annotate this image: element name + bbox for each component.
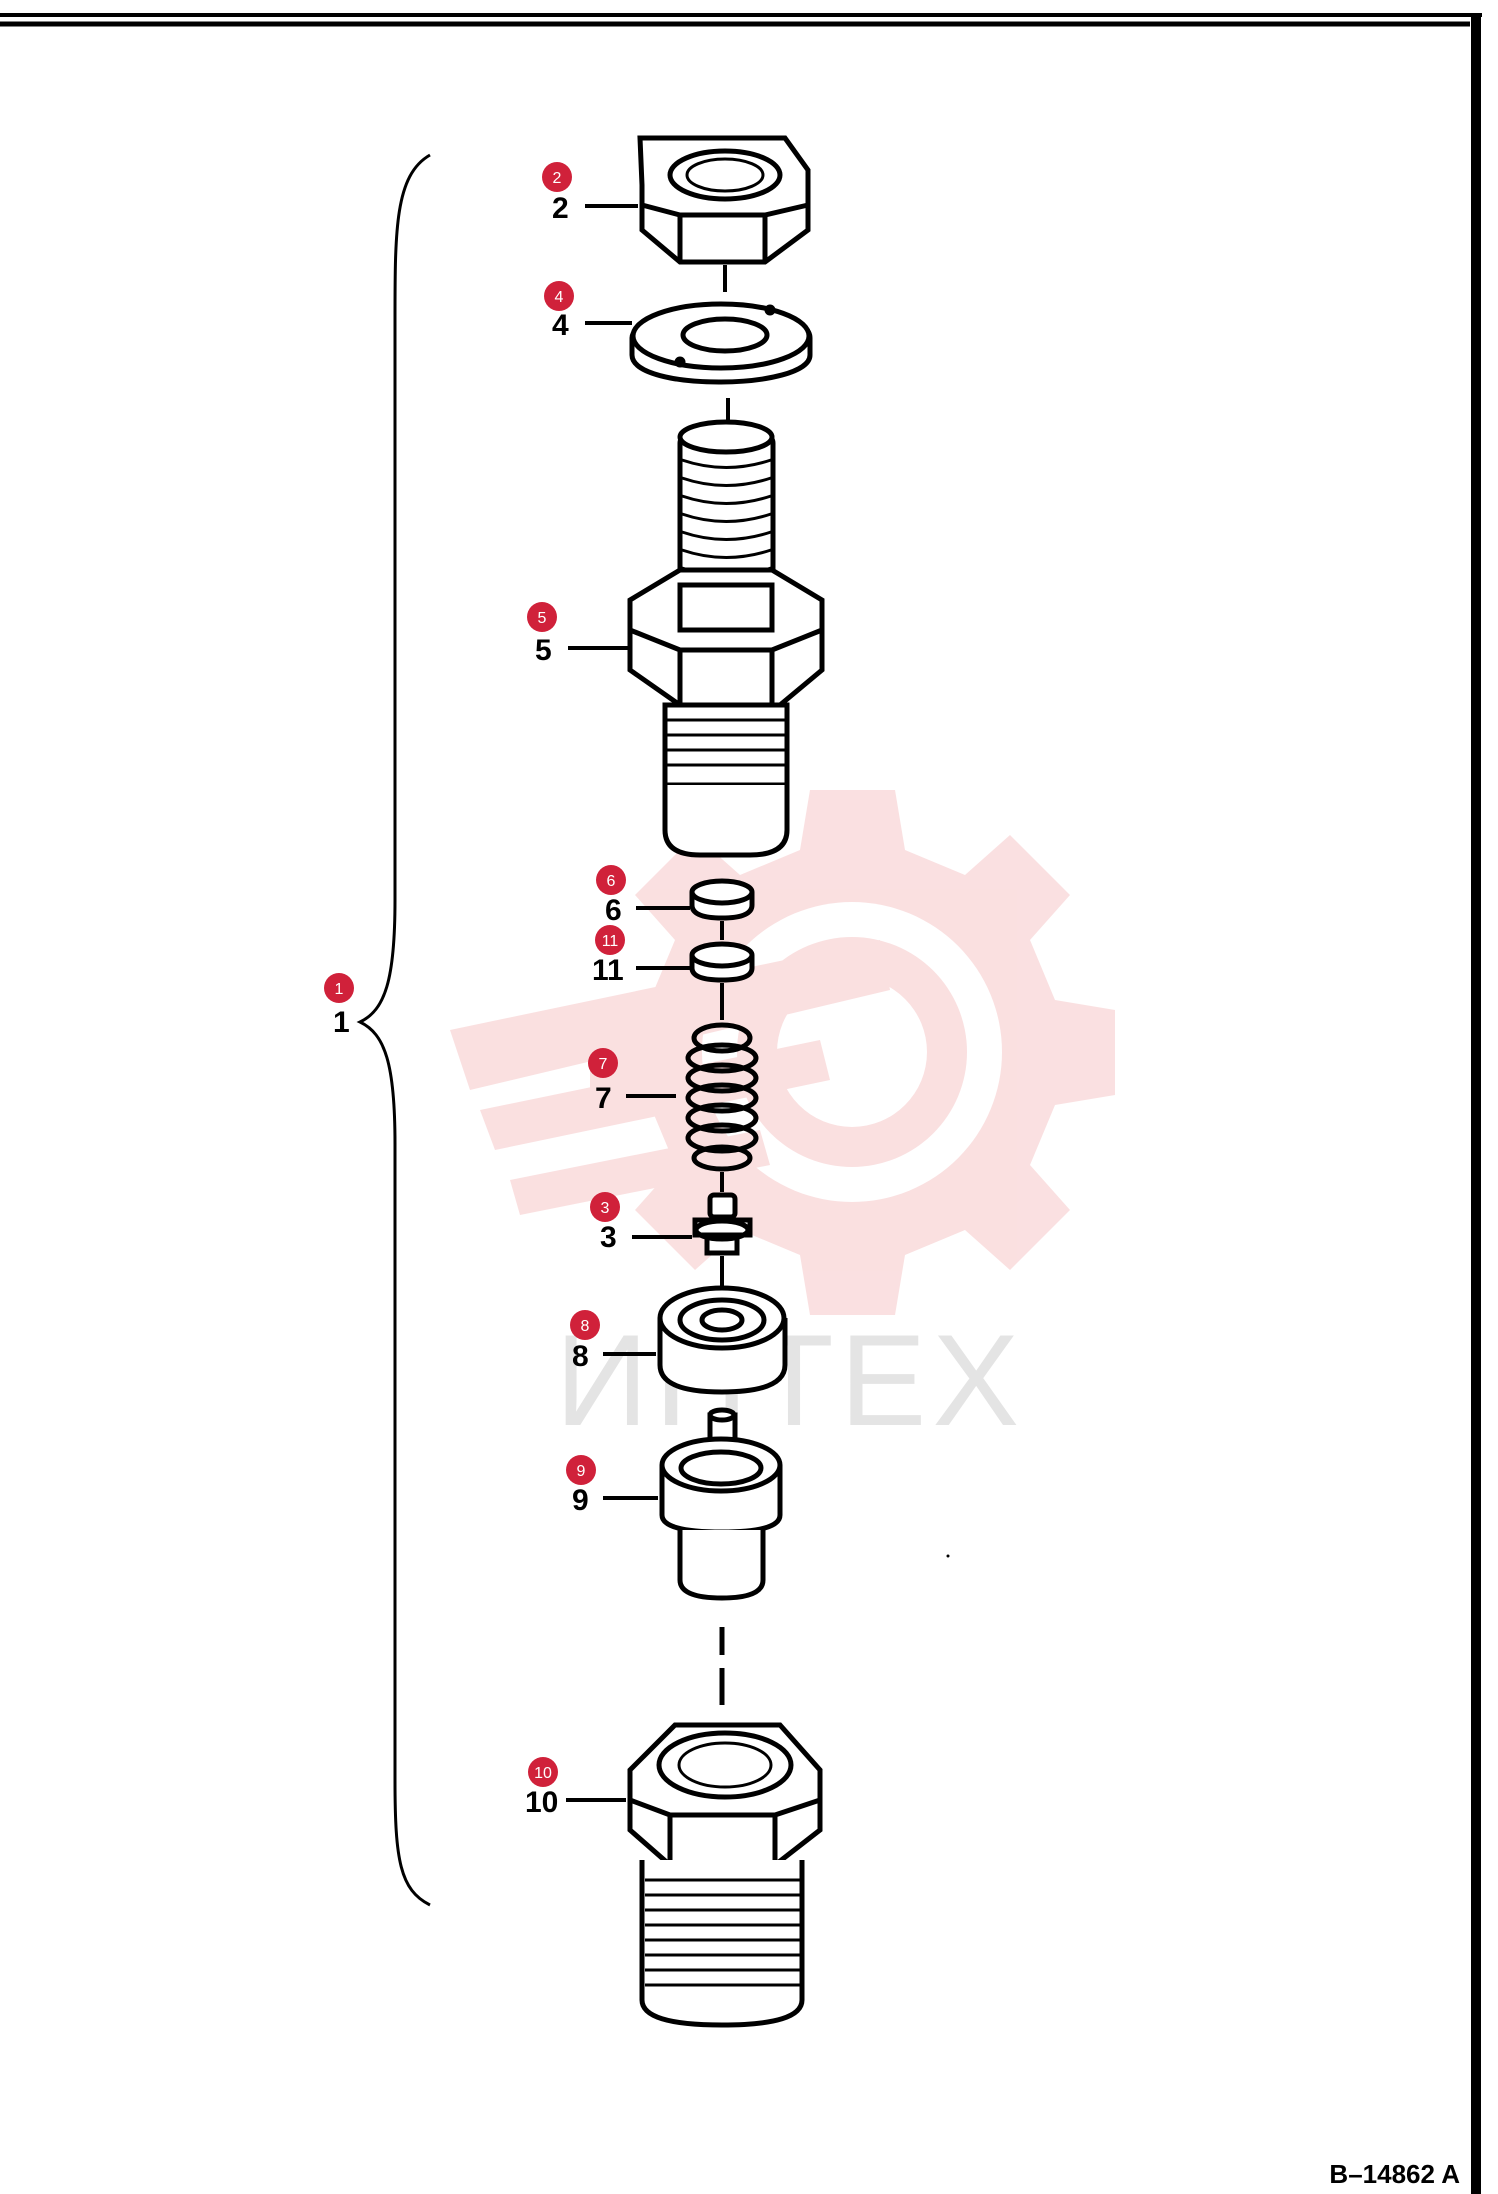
callout-badge-8[interactable] xyxy=(570,1310,600,1340)
callout-badge-label-2: 2 xyxy=(553,170,562,187)
callout-badge-10[interactable] xyxy=(528,1757,558,1787)
part-ring-6 xyxy=(689,878,755,921)
part-nozzle-nut xyxy=(627,1722,823,2028)
part-washer xyxy=(629,301,813,385)
callout-badge-label-10: 10 xyxy=(534,1765,552,1782)
part-valve-holder xyxy=(627,419,825,858)
callout-number-6: 6 xyxy=(605,894,622,927)
callout-badge-4[interactable] xyxy=(544,281,574,311)
callout-badge-label-9: 9 xyxy=(577,1463,586,1480)
callout-number-3: 3 xyxy=(600,1221,617,1254)
watermark-text: ИНТЕХ xyxy=(555,1307,1025,1453)
drawing-id: B–14862 A xyxy=(1329,2159,1460,2189)
callout-badge-label-1: 1 xyxy=(335,981,344,998)
callout-badge-label-8: 8 xyxy=(581,1318,590,1335)
part-delivery-valve xyxy=(692,1192,753,1256)
callout-badge-label-5: 5 xyxy=(538,610,547,627)
callout-badge-1[interactable] xyxy=(324,973,354,1003)
callout-badge-5[interactable] xyxy=(527,602,557,632)
part-nozzle xyxy=(659,1407,783,1601)
callout-badge-3[interactable] xyxy=(590,1192,620,1222)
callout-badge-11[interactable] xyxy=(595,925,625,955)
callout-badge-label-3: 3 xyxy=(601,1200,610,1217)
callout-badge-label-4: 4 xyxy=(555,289,564,306)
callout-badge-label-7: 7 xyxy=(599,1056,608,1073)
callouts: 1 1 2 2 4 4 5 5 6 6 11 11 7 7 3 xyxy=(324,162,692,1819)
part-spring xyxy=(685,1022,759,1172)
part-nut-top xyxy=(637,135,811,265)
callout-badge-7[interactable] xyxy=(588,1048,618,1078)
callout-badge-6[interactable] xyxy=(596,865,626,895)
callout-number-8: 8 xyxy=(572,1340,589,1373)
stray-dot xyxy=(946,1554,950,1558)
callout-badge-label-6: 6 xyxy=(607,873,616,890)
part-ring-11 xyxy=(689,941,755,983)
callout-number-2: 2 xyxy=(552,192,569,225)
part-spacer xyxy=(657,1285,788,1395)
callout-number-11: 11 xyxy=(592,954,624,987)
callout-number-4: 4 xyxy=(552,309,569,342)
callout-number-1: 1 xyxy=(333,1006,350,1039)
callout-number-7: 7 xyxy=(595,1082,612,1115)
callout-number-9: 9 xyxy=(572,1484,589,1517)
callout-badge-9[interactable] xyxy=(566,1455,596,1485)
callout-number-10: 10 xyxy=(525,1786,558,1819)
assembly-brace xyxy=(356,153,431,1907)
callout-number-5: 5 xyxy=(535,634,552,667)
callout-badge-label-11: 11 xyxy=(602,933,619,950)
callout-badge-2[interactable] xyxy=(542,162,572,192)
